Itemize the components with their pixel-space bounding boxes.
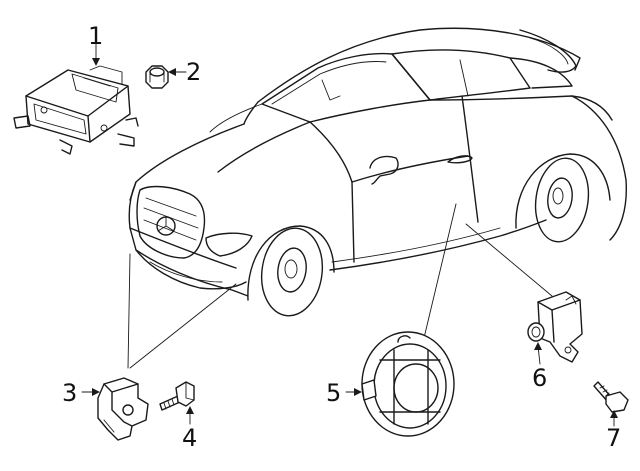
callout-3: 3: [62, 379, 77, 407]
callout-arrows: [81, 43, 618, 427]
callout-2: 2: [186, 58, 201, 86]
callout-labels: 1 2 3 4 5 6 7: [62, 22, 621, 452]
leader-lines: [127, 203, 553, 369]
airbag-control-module: [13, 65, 139, 155]
callout-6: 6: [532, 364, 547, 392]
callout-5: 5: [326, 379, 341, 407]
rear-impact-sensor: [527, 291, 583, 363]
callout-4: 4: [182, 424, 197, 452]
callout-1: 1: [88, 22, 103, 50]
bolt-front: [159, 381, 195, 411]
car-illustration: [128, 27, 628, 317]
nut: [145, 65, 169, 89]
callout-7: 7: [606, 424, 621, 452]
door-pressure-sensor: [361, 331, 455, 437]
front-impact-sensor: [97, 377, 149, 441]
bolt-rear: [593, 381, 629, 413]
